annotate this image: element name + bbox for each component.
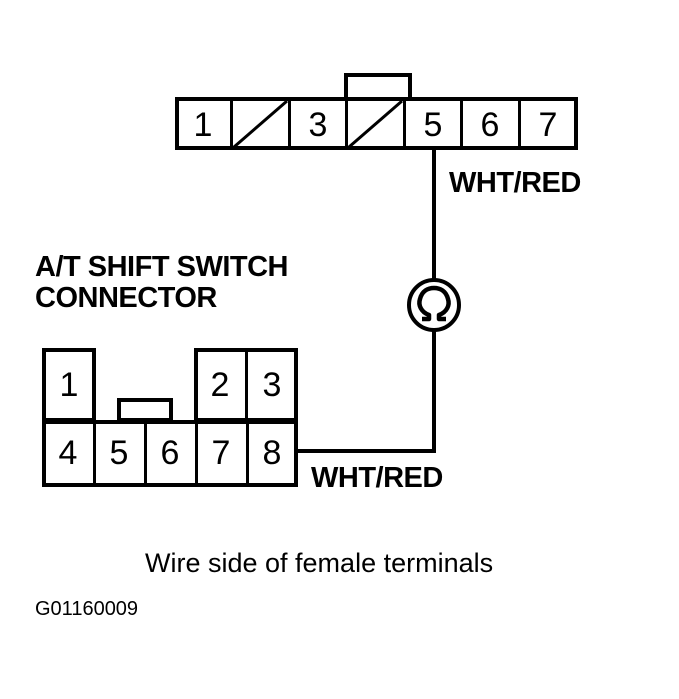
bottom-connector-cell-6-label: 6: [160, 434, 180, 472]
top-connector-divider-6: [518, 99, 521, 148]
top-connector-cell-4-blank-slash: [348, 100, 403, 148]
top-connector-cell-7-label: 7: [538, 106, 558, 144]
wire-bottom-horizontal: [295, 449, 436, 453]
wire-label-top: WHT/RED: [449, 167, 581, 199]
top-connector-divider-1: [230, 99, 233, 148]
wire-bottom-vertical: [432, 331, 436, 453]
connector-title-line-1: A/T SHIFT SWITCH: [35, 251, 288, 283]
top-connector-divider-4: [403, 99, 406, 148]
bottom-connector-cell-8-label: 8: [262, 434, 282, 472]
bottom-connector-cell-7-label: 7: [211, 434, 231, 472]
reference-code: G01160009: [35, 598, 139, 620]
connector-title-line-2: CONNECTOR: [35, 282, 217, 314]
wire-top-vertical: [432, 150, 436, 279]
top-connector-cell-3-label: 3: [308, 106, 328, 144]
bottom-connector-divider-4: [246, 422, 249, 485]
bottom-connector-top-right-divider: [245, 350, 248, 420]
diagram-caption: Wire side of female terminals: [145, 548, 494, 578]
bottom-connector-divider-3: [195, 422, 198, 485]
top-connector-divider-2: [288, 99, 291, 148]
top-connector-cell-1-label: 1: [193, 106, 213, 144]
top-connector-cell-6-label: 6: [480, 106, 500, 144]
bottom-connector-bottom-row-box: [42, 420, 298, 487]
bottom-connector-divider-2: [144, 422, 147, 485]
top-connector-divider-3: [345, 99, 348, 148]
bottom-connector-cell-2-label: 2: [210, 366, 230, 404]
top-connector-cell-2-blank-slash: [233, 100, 288, 148]
wire-label-bottom: WHT/RED: [311, 462, 443, 494]
top-connector-divider-5: [460, 99, 463, 148]
bottom-connector-locking-tab: [117, 398, 173, 422]
bottom-connector-cell-5-label: 5: [109, 434, 129, 472]
ohmmeter: [406, 277, 462, 333]
top-connector-cell-5-label: 5: [423, 106, 443, 144]
bottom-connector-cell-4-label: 4: [58, 434, 78, 472]
bottom-connector-divider-1: [93, 422, 96, 485]
bottom-connector-cell-1-label: 1: [59, 366, 79, 404]
bottom-connector-cell-3-label: 3: [262, 366, 282, 404]
